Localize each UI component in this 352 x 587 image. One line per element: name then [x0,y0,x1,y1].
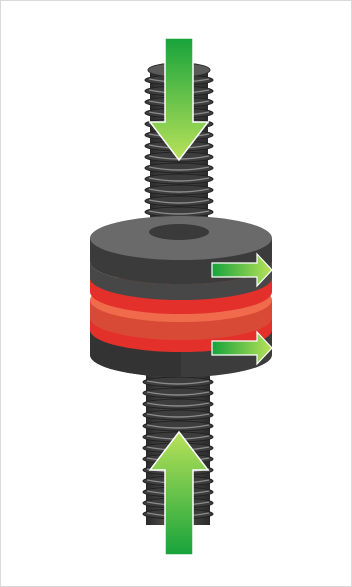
thread-highlight [148,188,210,193]
right-arrow-icon [211,252,273,288]
thread-ridge [142,376,214,388]
down-arrow-icon [148,37,210,162]
thread-ridge [144,184,214,196]
thread-ridge [142,398,214,410]
thread-ridge [142,409,214,421]
up-arrow-icon [148,430,210,556]
thread-ridge [144,195,214,207]
thread-highlight [146,391,210,396]
thread-highlight [146,424,210,429]
thread-ridge [142,420,214,432]
thread-ridge [144,173,214,185]
thread-highlight [148,177,210,182]
upper-nut [90,216,272,300]
thread-ridge [144,162,214,174]
thread-highlight [146,413,210,418]
thread-highlight [148,166,210,171]
thread-highlight [148,210,210,215]
thread-highlight [148,199,210,204]
right-arrow-icon [211,330,273,366]
thread-ridge [142,387,214,399]
thread-highlight [146,402,210,407]
thread-highlight [146,380,210,385]
